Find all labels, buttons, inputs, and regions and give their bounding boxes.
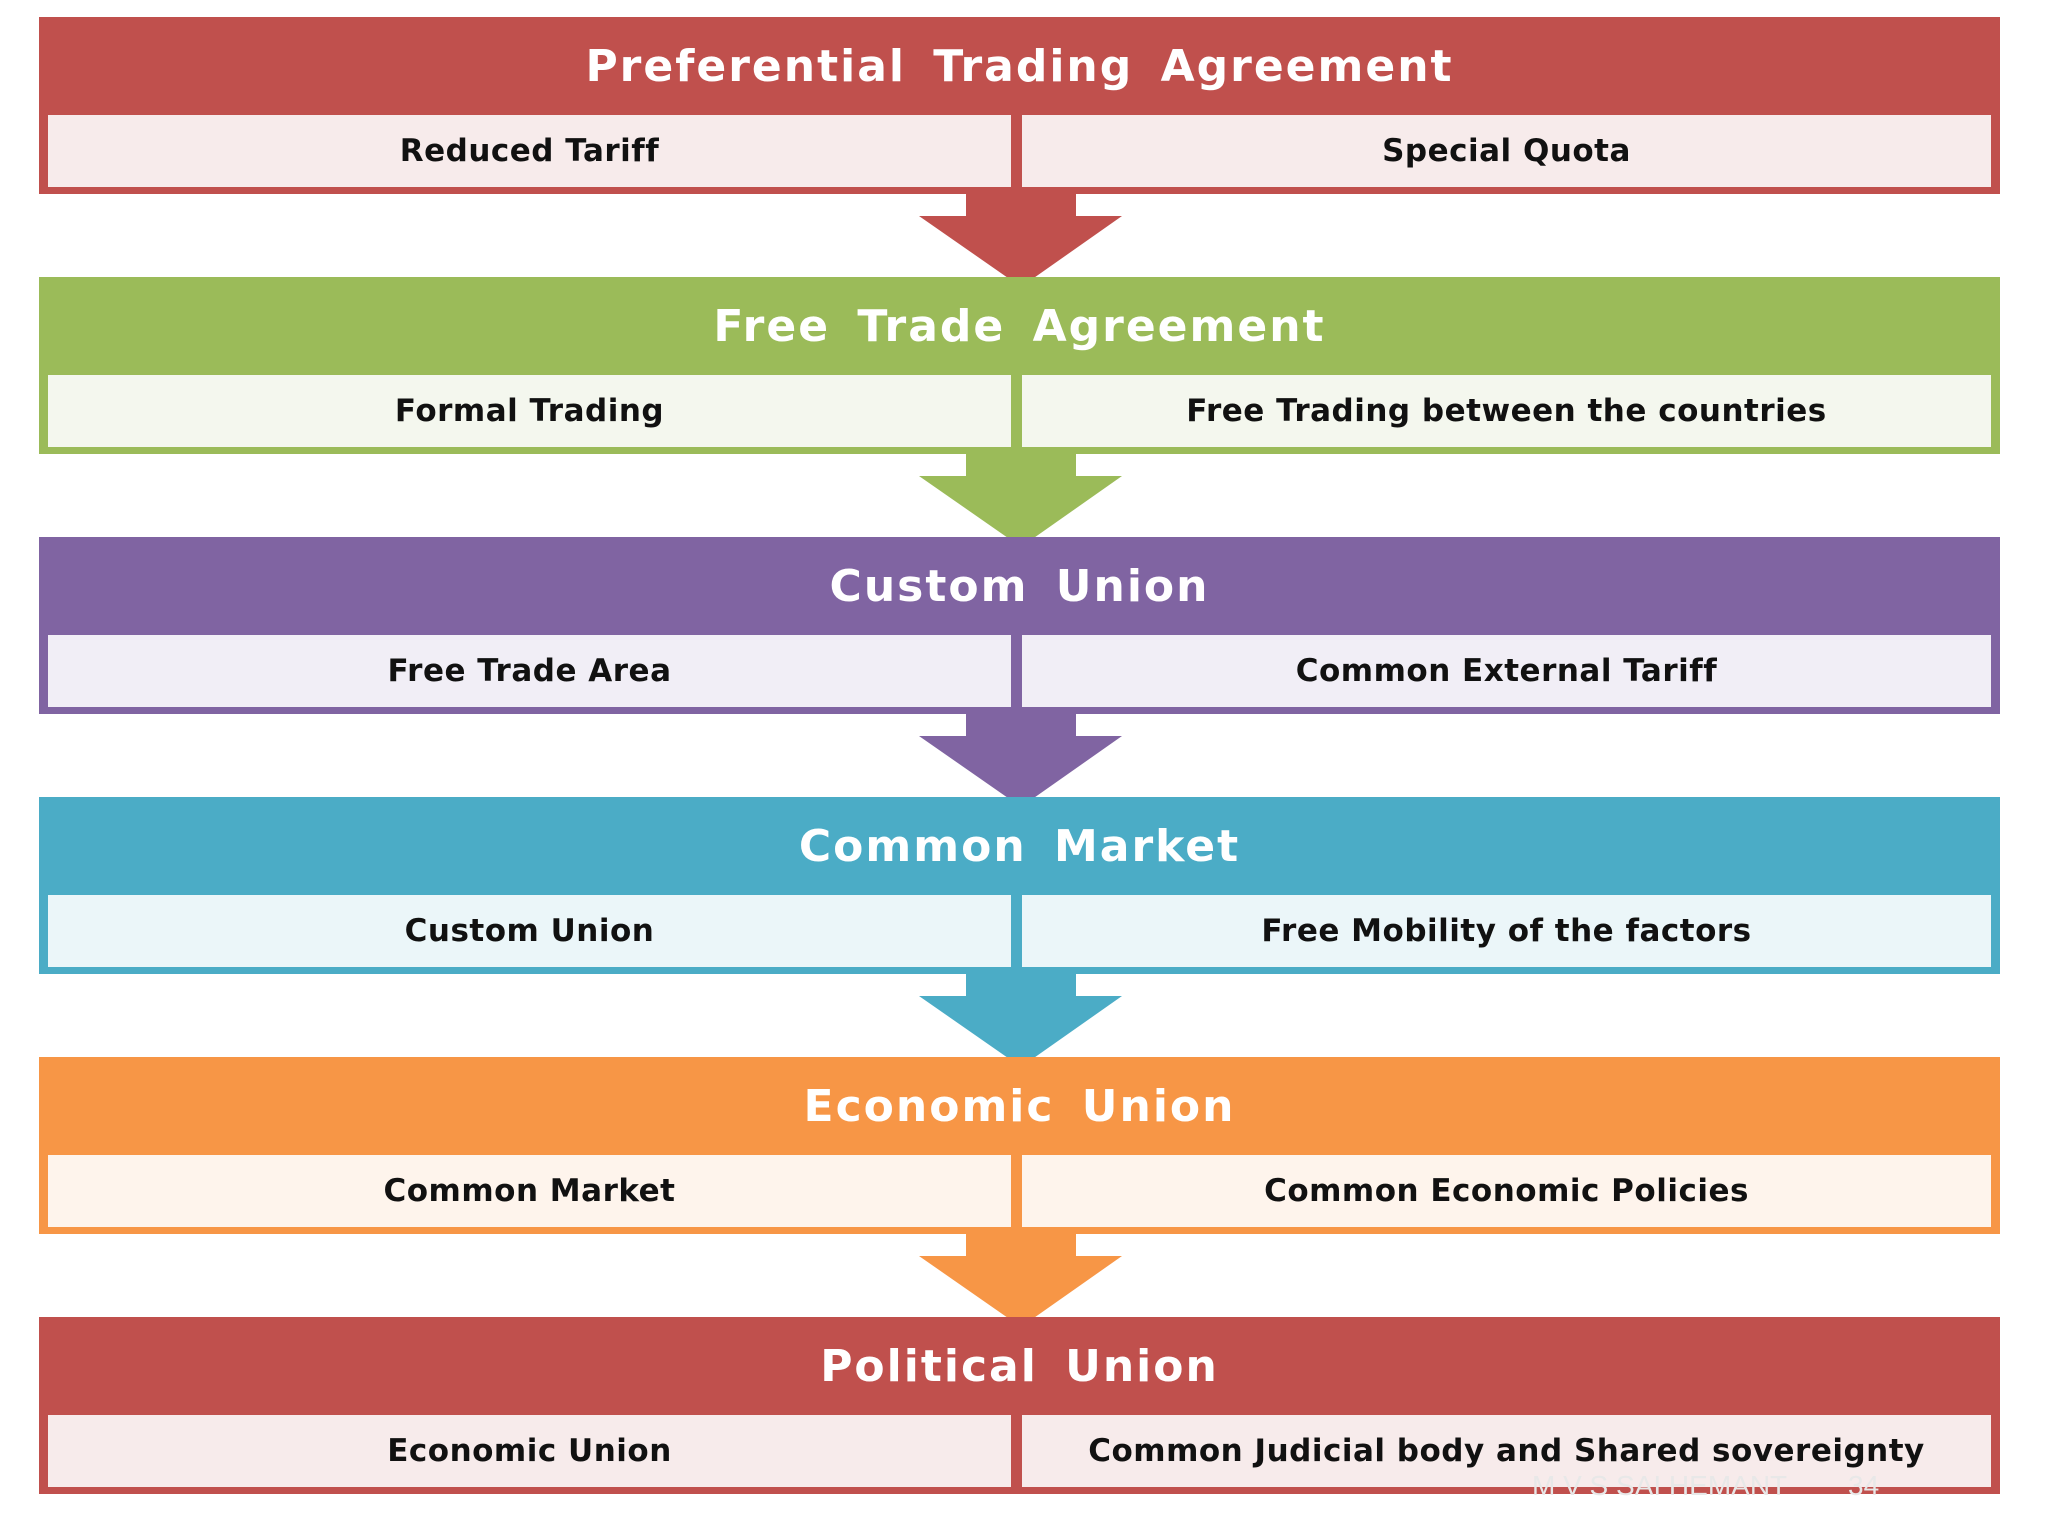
footer-page-number: 34	[1848, 1470, 1880, 1501]
level-right-cell: Free Mobility of the factors	[1022, 895, 1991, 967]
level-left-cell: Common Market	[48, 1155, 1011, 1227]
level-title: Economic Union	[803, 1080, 1236, 1132]
level-left-cell: Free Trade Area	[48, 635, 1011, 707]
level-left-cell: Reduced Tariff	[48, 115, 1011, 187]
level-title: Common Market	[798, 820, 1241, 872]
level-common-market: Common Market Custom Union Free Mobility…	[39, 797, 2000, 974]
level-right-cell: Common Judicial body and Shared sovereig…	[1022, 1415, 1991, 1487]
level-left-cell: Economic Union	[48, 1415, 1011, 1487]
level-free-trade-agreement: Free Trade Agreement Formal Trading Free…	[39, 277, 2000, 454]
level-title: Preferential Trading Agreement	[585, 40, 1454, 92]
level-political-union: Political Union Economic Union Common Ju…	[39, 1317, 2000, 1494]
level-title: Free Trade Agreement	[713, 300, 1326, 352]
level-title: Custom Union	[829, 560, 1210, 612]
down-arrow-icon	[919, 190, 1122, 287]
level-left-cell: Formal Trading	[48, 375, 1011, 447]
down-arrow-icon	[919, 710, 1122, 807]
down-arrow-icon	[919, 1230, 1122, 1327]
level-right-cell: Common Economic Policies	[1022, 1155, 1991, 1227]
level-left-cell: Custom Union	[48, 895, 1011, 967]
level-title: Political Union	[820, 1340, 1219, 1392]
level-right-cell: Free Trading between the countries	[1022, 375, 1991, 447]
footer-author: M V S SAI HEMANT	[1532, 1470, 1788, 1501]
level-preferential-trading-agreement: Preferential Trading Agreement Reduced T…	[39, 17, 2000, 194]
down-arrow-icon	[919, 970, 1122, 1067]
level-economic-union: Economic Union Common Market Common Econ…	[39, 1057, 2000, 1234]
level-right-cell: Common External Tariff	[1022, 635, 1991, 707]
down-arrow-icon	[919, 450, 1122, 547]
level-custom-union: Custom Union Free Trade Area Common Exte…	[39, 537, 2000, 714]
level-right-cell: Special Quota	[1022, 115, 1991, 187]
